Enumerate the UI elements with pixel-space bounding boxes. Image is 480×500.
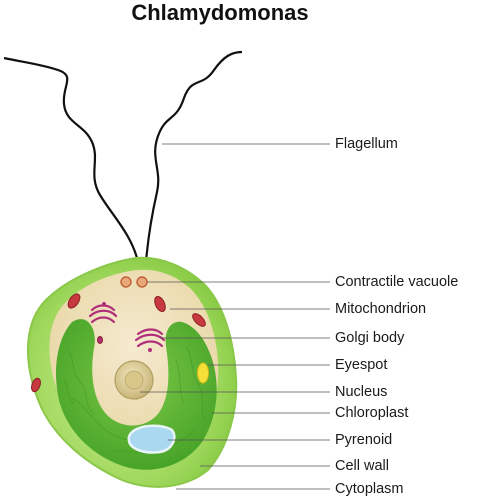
contractile-vacuoles	[120, 276, 148, 288]
flagellum-right	[144, 50, 243, 263]
label-chloroplast: Chloroplast	[335, 405, 409, 421]
label-cytoplasm: Cytoplasm	[335, 481, 404, 497]
label-eyespot: Eyespot	[335, 357, 388, 373]
label-golgi-body: Golgi body	[335, 330, 405, 346]
label-cell-wall: Cell wall	[335, 458, 389, 474]
eyespot	[197, 362, 209, 384]
label-pyrenoid: Pyrenoid	[335, 432, 393, 448]
label-mitochondrion: Mitochondrion	[335, 301, 427, 317]
diagram-title: Chlamydomonas	[131, 0, 309, 25]
flagellum-left	[3, 56, 140, 263]
golgi-bodies	[88, 302, 166, 352]
label-nucleus: Nucleus	[335, 384, 388, 400]
nucleolus	[124, 370, 144, 390]
leader-lines	[140, 143, 330, 490]
pyrenoid	[127, 424, 176, 454]
label-flagellum: Flagellum	[335, 136, 398, 152]
label-contractile-vacuole: Contractile vacuole	[335, 274, 459, 290]
chloroplast	[56, 319, 217, 470]
mitochondria	[31, 293, 206, 393]
